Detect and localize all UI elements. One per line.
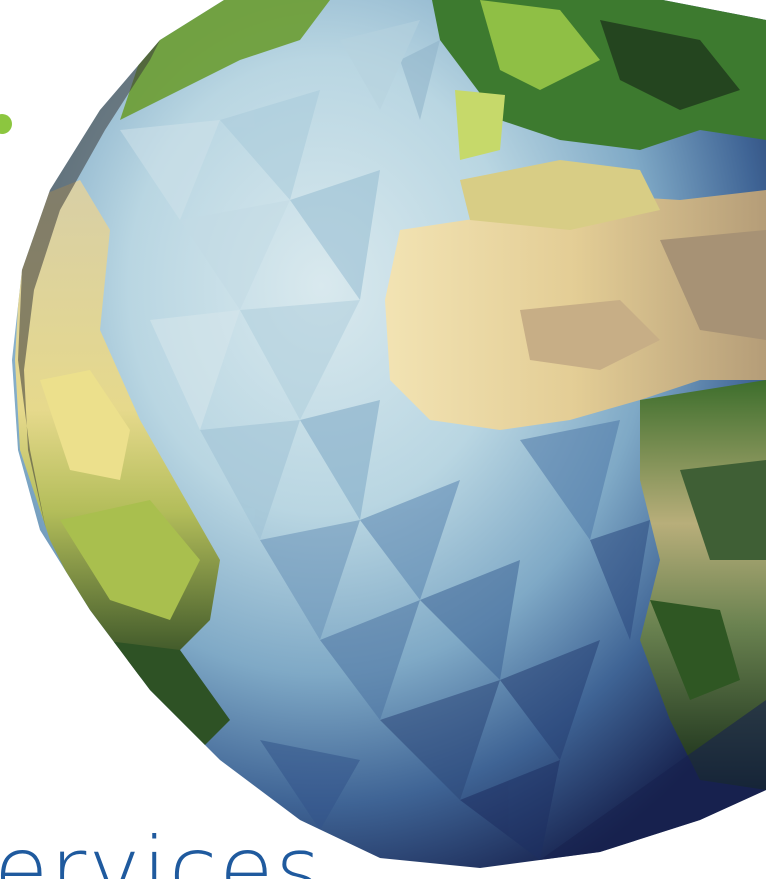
ocean-facets <box>120 20 650 860</box>
globe-rim <box>18 40 160 530</box>
services-caption: ervices <box>0 818 324 879</box>
green-dot-icon <box>0 114 12 134</box>
